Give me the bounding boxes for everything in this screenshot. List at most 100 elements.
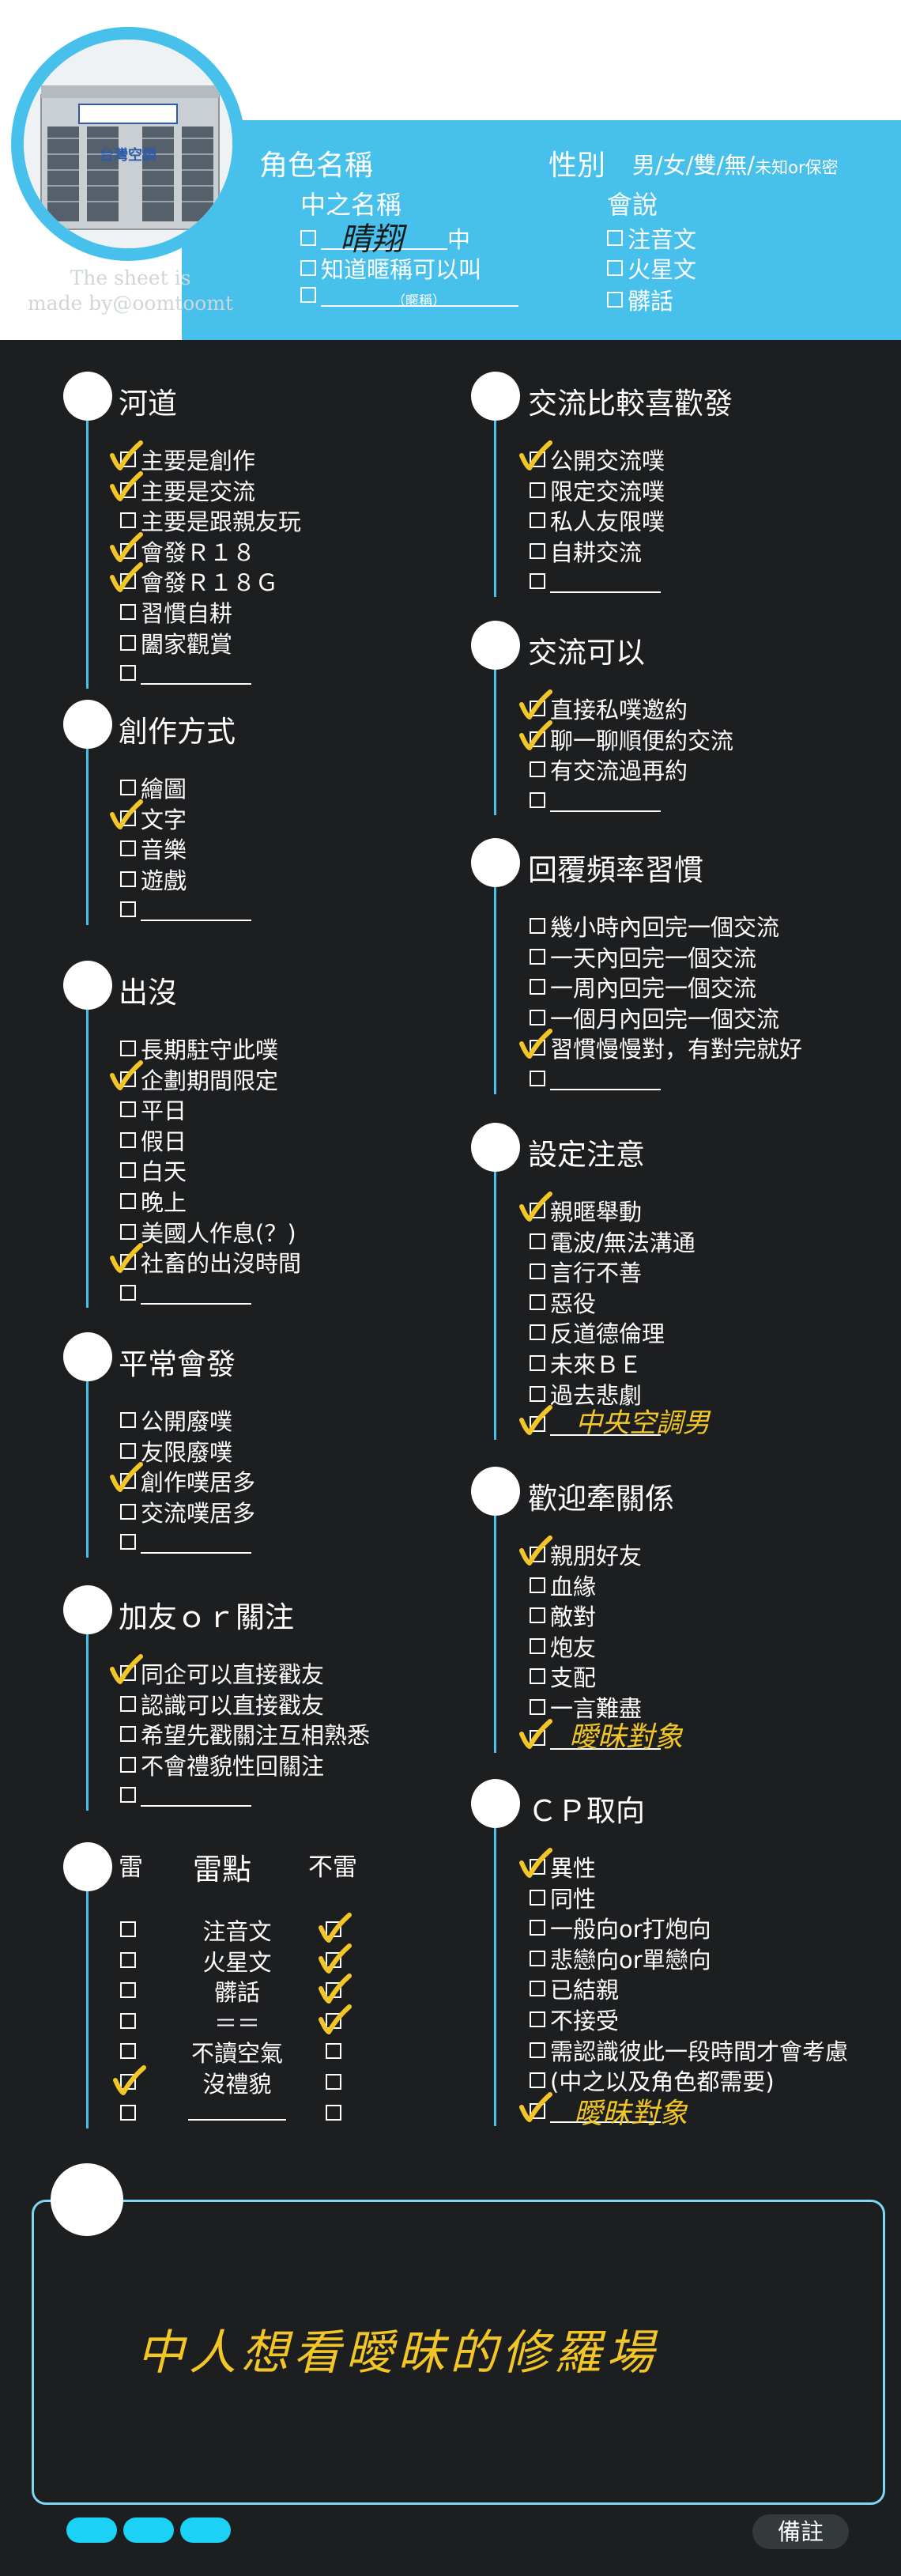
option-right-1-0[interactable]: 直接私噗邀約 <box>530 693 688 723</box>
checkbox[interactable] <box>530 1668 545 1685</box>
option-right-3-2[interactable]: 言行不善 <box>530 1256 642 1286</box>
option-left-0-7[interactable] <box>120 658 251 688</box>
blank-line[interactable] <box>550 788 661 812</box>
checkbox[interactable] <box>530 731 545 747</box>
option-left-1-2[interactable]: 音樂 <box>120 833 187 863</box>
option-right-0-3[interactable]: 自耕交流 <box>530 536 642 566</box>
option-left-4-3[interactable]: 不會禮貌性回關注 <box>120 1750 324 1780</box>
option-left-2-4[interactable]: 白天 <box>120 1155 187 1185</box>
checkbox[interactable] <box>120 1665 136 1681</box>
option-right-4-5[interactable]: 一言難盡 <box>530 1692 642 1722</box>
blank-line[interactable] <box>141 897 251 922</box>
blank-line[interactable] <box>141 1783 251 1807</box>
checkbox[interactable] <box>120 1223 136 1240</box>
cn-name-field[interactable]: 晴翔 中 <box>300 221 470 258</box>
option-left-4-2[interactable]: 希望先戳關注互相熟悉 <box>120 1719 370 1749</box>
option-right-5-0[interactable]: 異性 <box>530 1852 596 1882</box>
checkbox[interactable] <box>530 1203 545 1218</box>
checkbox[interactable] <box>530 1889 545 1906</box>
option-left-2-2[interactable]: 平日 <box>120 1094 187 1124</box>
checkbox-mine[interactable] <box>120 1951 136 1968</box>
option-right-5-8[interactable] <box>530 2096 661 2126</box>
checkbox[interactable] <box>530 1637 545 1654</box>
checkbox[interactable] <box>120 1193 136 1209</box>
checkbox[interactable] <box>530 1071 545 1086</box>
checkbox[interactable] <box>300 230 316 246</box>
blank-line[interactable] <box>550 1412 661 1437</box>
checkbox[interactable] <box>530 451 545 467</box>
checkbox[interactable] <box>300 260 316 276</box>
option-right-3-3[interactable]: 惡役 <box>530 1287 596 1317</box>
nickname-input[interactable]: （暱稱） <box>300 283 518 309</box>
checkbox[interactable] <box>530 573 545 590</box>
option-left-2-7[interactable]: 社畜的出沒時間 <box>120 1247 301 1277</box>
option-right-3-1[interactable]: 電波/無法溝通 <box>530 1226 696 1256</box>
checkbox-mine[interactable] <box>120 1982 136 1999</box>
option-right-3-4[interactable]: 反道德倫理 <box>530 1317 665 1347</box>
option-right-5-7[interactable]: (中之以及角色都需要) <box>530 2065 775 2095</box>
option-right-4-1[interactable]: 血緣 <box>530 1570 596 1600</box>
option-left-3-1[interactable]: 友限廢噗 <box>120 1436 232 1466</box>
option-left-2-1[interactable]: 企劃期間限定 <box>120 1064 278 1094</box>
checkbox[interactable] <box>530 1385 545 1402</box>
checkbox[interactable] <box>530 1729 545 1746</box>
option-left-1-0[interactable]: 繪圖 <box>120 772 187 803</box>
checkbox[interactable] <box>120 1162 136 1179</box>
checkbox[interactable] <box>120 840 136 857</box>
option-right-1-2[interactable]: 有交流過再約 <box>530 754 688 784</box>
blank-line[interactable] <box>188 2097 286 2121</box>
checkbox[interactable] <box>530 2072 545 2089</box>
blank-line[interactable] <box>550 569 661 594</box>
option-left-3-2[interactable]: 創作噗居多 <box>120 1466 255 1496</box>
checkbox[interactable] <box>530 791 545 808</box>
option-left-4-0[interactable]: 同企可以直接戳友 <box>120 1658 324 1688</box>
option-right-4-4[interactable]: 支配 <box>530 1661 596 1691</box>
blank-line[interactable] <box>550 2099 661 2123</box>
checkbox[interactable] <box>530 1607 545 1624</box>
option-left-0-0[interactable]: 主要是創作 <box>120 444 255 474</box>
checkbox[interactable] <box>530 1699 545 1715</box>
speech-item-1[interactable]: 火星文 <box>607 251 696 285</box>
checkbox-mine[interactable] <box>120 2043 136 2060</box>
checkbox[interactable] <box>120 1503 136 1520</box>
checkbox[interactable] <box>120 482 136 498</box>
option-left-3-0[interactable]: 公開廢噗 <box>120 1405 232 1435</box>
nickname-field[interactable]: 知道暱稱可以叫 <box>300 251 481 285</box>
checkbox[interactable] <box>120 1041 136 1056</box>
option-right-5-5[interactable]: 不接受 <box>530 2004 619 2034</box>
option-right-1-1[interactable]: 聊一聊順便約交流 <box>530 724 733 754</box>
option-left-4-4[interactable] <box>120 1780 251 1810</box>
checkbox[interactable] <box>120 1473 136 1490</box>
option-left-4-1[interactable]: 認識可以直接戳友 <box>120 1689 324 1719</box>
checkbox[interactable] <box>120 1254 136 1271</box>
checkbox[interactable] <box>530 1009 545 1025</box>
checkbox[interactable] <box>607 260 623 276</box>
checkbox[interactable] <box>120 573 136 590</box>
checkbox-mine[interactable] <box>120 2104 136 2121</box>
checkbox[interactable] <box>120 542 136 559</box>
checkbox[interactable] <box>530 1324 545 1341</box>
checkbox[interactable] <box>530 482 545 498</box>
checkbox[interactable] <box>530 1355 545 1371</box>
option-left-1-3[interactable]: 遊戲 <box>120 864 187 894</box>
checkbox[interactable] <box>530 2011 545 2027</box>
checkbox[interactable] <box>607 292 623 308</box>
speech-item-0[interactable]: 注音文 <box>607 221 696 255</box>
remarks-box[interactable]: 中人想看曖昧的修羅場 <box>32 2200 885 2505</box>
checkbox[interactable] <box>530 512 545 529</box>
option-right-5-2[interactable]: 一般向or打炮向 <box>530 1913 711 1943</box>
option-right-2-4[interactable]: 習慣慢慢對，有對完就好 <box>530 1033 802 1063</box>
checkbox-not-mine[interactable] <box>326 2043 341 2060</box>
checkbox[interactable] <box>120 901 136 918</box>
checkbox[interactable] <box>120 780 136 795</box>
checkbox[interactable] <box>120 1442 136 1459</box>
checkbox[interactable] <box>530 1950 545 1966</box>
checkbox[interactable] <box>530 1040 545 1056</box>
checkbox[interactable] <box>530 1859 545 1875</box>
checkbox[interactable] <box>120 451 136 467</box>
option-left-3-4[interactable] <box>120 1527 251 1557</box>
option-right-5-6[interactable]: 需認識彼此一段時間才會考慮 <box>530 2035 848 2065</box>
option-left-1-4[interactable] <box>120 894 251 924</box>
option-right-2-5[interactable] <box>530 1063 661 1093</box>
checkbox[interactable] <box>120 665 136 682</box>
